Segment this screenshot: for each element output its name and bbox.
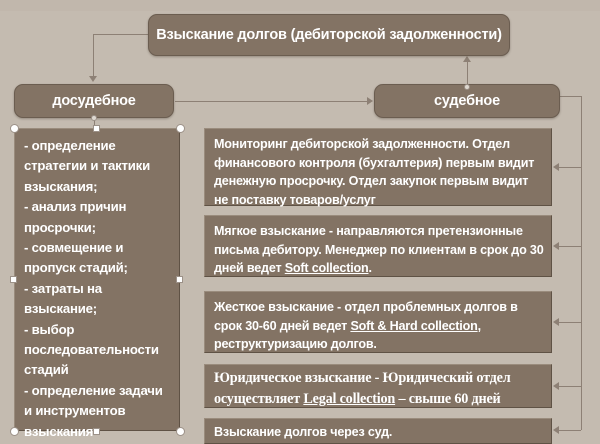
judicial-step-text-before: Юридическое взыскание - Юридический отде… [214,370,511,407]
selection-handle-top-right[interactable] [176,124,185,133]
judicial-step-text-after: . [368,261,373,276]
judicial-step-court[interactable]: Взыскание долгов через суд. [204,418,552,444]
connector-pretrial-to-list [94,118,95,129]
judicial-step-term: Legal collection [303,391,396,407]
selection-handle-bottom-right[interactable] [176,427,185,436]
connector-anchor-pretrial-bottom[interactable] [91,115,97,121]
branch-label-judicial: судебное [434,93,500,109]
branch-box-judicial[interactable]: судебное [374,84,560,118]
arrow-into-judicial [367,97,373,105]
pretrial-items-box[interactable]: - определение стратегии и тактики взыска… [14,128,180,439]
judicial-step-legal-collection[interactable]: Юридическое взыскание - Юридический отде… [204,364,552,408]
branch-label-pretrial: досудебное [52,93,136,109]
selection-handle-top-left[interactable] [10,124,19,133]
arrow-into-pretrial [89,76,97,82]
pretrial-item: - затраты на взыскание; [24,280,102,317]
judicial-step-text-after: – свыше 60 дней [395,391,501,407]
pretrial-item: - определение стратегии и тактики взыска… [24,138,150,194]
connector-spine-to-step-2 [559,246,581,247]
judicial-step-text-after: , реструктуризацию долгов. [214,318,481,352]
pretrial-item: - анализ причин просрочки; [24,199,127,235]
judicial-step-term: Soft & Hard collection [350,318,478,333]
arrow-into-step-4 [553,382,559,390]
selection-handle-top-center[interactable] [93,125,100,132]
pretrial-item: - выбор последовательности стадий [24,321,159,378]
connector-title-to-pretrial-vertical [93,34,94,76]
judicial-step-text: Взыскание долгов через суд. [214,425,393,439]
arrow-into-title [463,56,471,62]
judicial-step-text-before: Жесткое взыскание - отдел проблемных дол… [214,300,518,333]
arrow-into-step-3 [553,318,559,326]
judicial-step-hard-collection[interactable]: Жесткое взыскание - отдел проблемных дол… [204,291,552,353]
judicial-step-soft-collection[interactable]: Мягкое взыскание - направляются претензи… [204,215,552,277]
connector-spine-to-step-5 [559,430,581,431]
pretrial-item: - определение задачи и инструментов взыс… [24,382,163,439]
canvas-top-strip [0,0,600,11]
connector-anchor-judicial-top[interactable] [464,84,470,90]
branch-box-pretrial[interactable]: досудебное [14,84,174,118]
selection-handle-bottom-left[interactable] [10,427,19,436]
connector-pretrial-to-judicial [175,101,367,102]
judicial-step-monitoring[interactable]: Мониторинг дебиторской задолженности. От… [204,128,552,207]
arrow-into-step-1 [553,163,559,171]
judicial-step-term: Soft collection [284,261,369,276]
arrow-into-step-5 [553,426,559,434]
connector-judicial-to-title [467,62,468,85]
connector-spine-to-step-1 [559,167,581,168]
title-box[interactable]: Взыскание долгов (дебиторской задолженно… [148,14,510,56]
connector-judicial-spine [581,96,582,430]
judicial-step-text-before: Мягкое взыскание - направляются претензи… [214,224,544,276]
connector-judicial-spine-top [560,96,582,97]
arrow-into-step-2 [553,242,559,250]
selection-handle-bottom-center[interactable] [93,428,100,435]
connector-spine-to-step-4 [559,386,581,387]
judicial-step-text: Мониторинг дебиторской задолженности. От… [214,137,535,207]
connector-spine-to-step-3 [559,322,581,323]
pretrial-item: - совмещение и пропуск стадий; [24,240,128,276]
selection-handle-middle-right[interactable] [176,276,183,283]
selection-handle-middle-left[interactable] [10,276,17,283]
connector-title-to-pretrial-horizontal [93,34,149,35]
title-box-label: Взыскание долгов (дебиторской задолженно… [156,27,502,43]
